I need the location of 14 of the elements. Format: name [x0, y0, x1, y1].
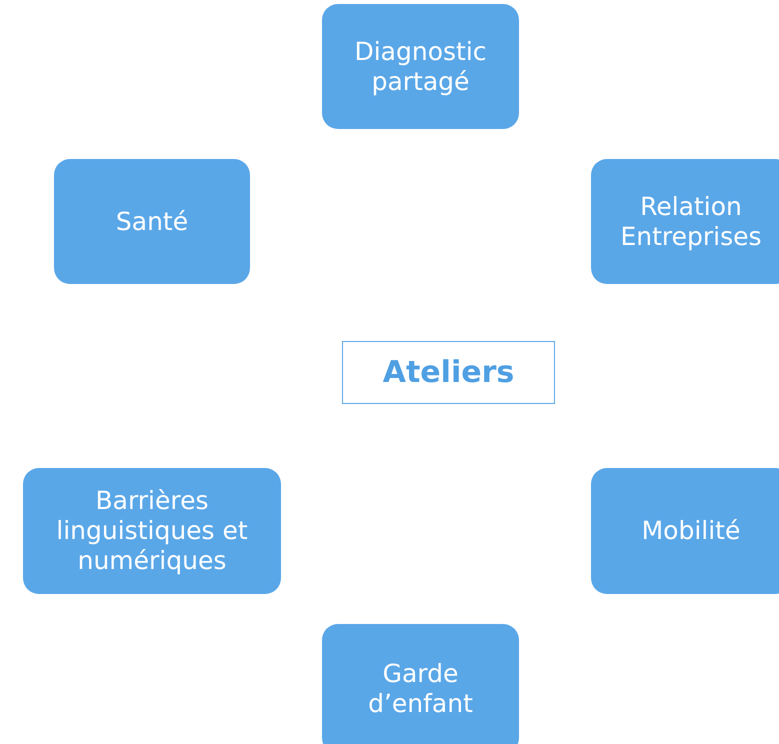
process-box: [23, 468, 281, 594]
node-label: Relation Entreprises: [619, 192, 763, 252]
center-box: [342, 341, 555, 404]
process-box: [322, 624, 519, 744]
process-box: [54, 159, 250, 284]
node-label: Barrières linguistiques et numériques: [55, 486, 249, 576]
node-label: Garde d’enfant: [367, 659, 474, 719]
process-box: [591, 159, 779, 284]
process-box: [322, 4, 519, 129]
node-label: Santé: [114, 206, 190, 236]
process-box: [591, 468, 779, 594]
node-label: Ateliers: [382, 355, 514, 390]
node-label: Mobilité: [640, 516, 742, 546]
node-label: Diagnostic partagé: [353, 36, 488, 96]
